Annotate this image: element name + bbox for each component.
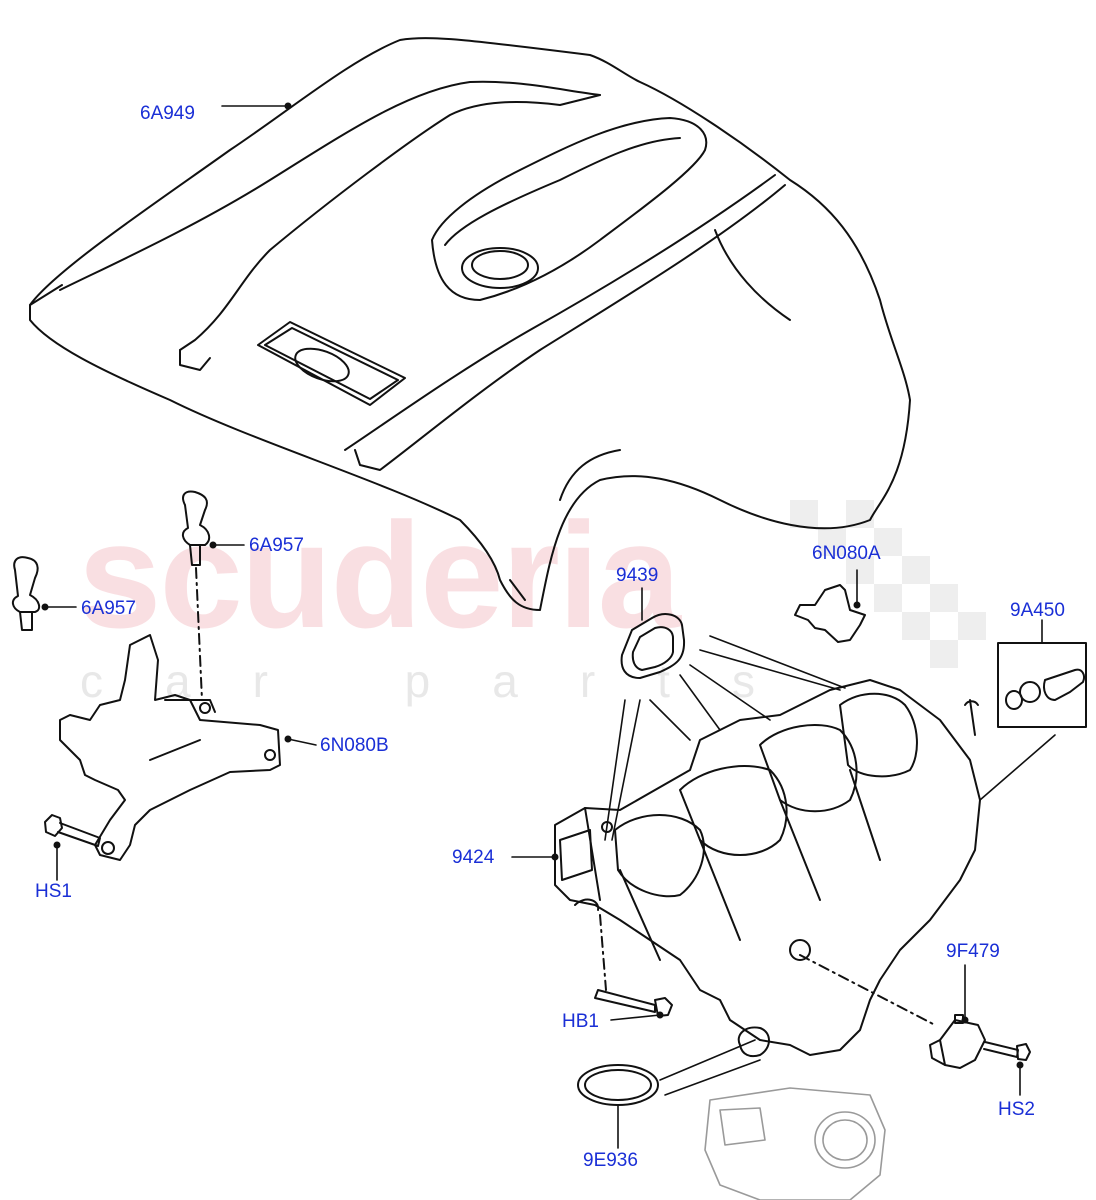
- gasket-small: [620, 613, 686, 679]
- callout-clip[interactable]: 6N080A: [812, 543, 881, 564]
- watermark-tagline: car parts: [80, 655, 817, 707]
- stud-lower: [12, 556, 41, 631]
- clip-kit: [997, 642, 1087, 728]
- stud-upper: [182, 490, 211, 566]
- callout-stud-upper[interactable]: 6A957: [249, 535, 304, 556]
- o-ring: [577, 1064, 659, 1106]
- callout-sensor[interactable]: 9F479: [946, 941, 1000, 962]
- sensor: [929, 1014, 986, 1069]
- clip: [794, 584, 866, 643]
- watermark-brand: scuderia: [78, 491, 681, 659]
- engine-cover: [29, 37, 911, 611]
- checkered-flag-icon: [790, 500, 986, 668]
- callout-bolt-manifold[interactable]: HB1: [562, 1011, 599, 1032]
- intake-manifold: [554, 679, 981, 1058]
- callout-stud-lower[interactable]: 6A957: [81, 598, 136, 619]
- bolt-bracket: [44, 814, 101, 847]
- callout-intake-manifold[interactable]: 9424: [452, 847, 495, 868]
- callout-gasket-small[interactable]: 9439: [616, 565, 659, 586]
- callout-clip-kit[interactable]: 9A450: [1010, 600, 1065, 621]
- throttle-body: [704, 1087, 886, 1200]
- bracket: [59, 634, 281, 861]
- callout-bolt-sensor[interactable]: HS2: [998, 1099, 1035, 1120]
- callout-engine-cover[interactable]: 6A949: [140, 103, 195, 124]
- callout-o-ring[interactable]: 9E936: [583, 1150, 638, 1171]
- callout-bracket[interactable]: 6N080B: [320, 735, 389, 756]
- callout-bolt-bracket[interactable]: HS1: [35, 881, 72, 902]
- bolt-sensor: [983, 1041, 1031, 1061]
